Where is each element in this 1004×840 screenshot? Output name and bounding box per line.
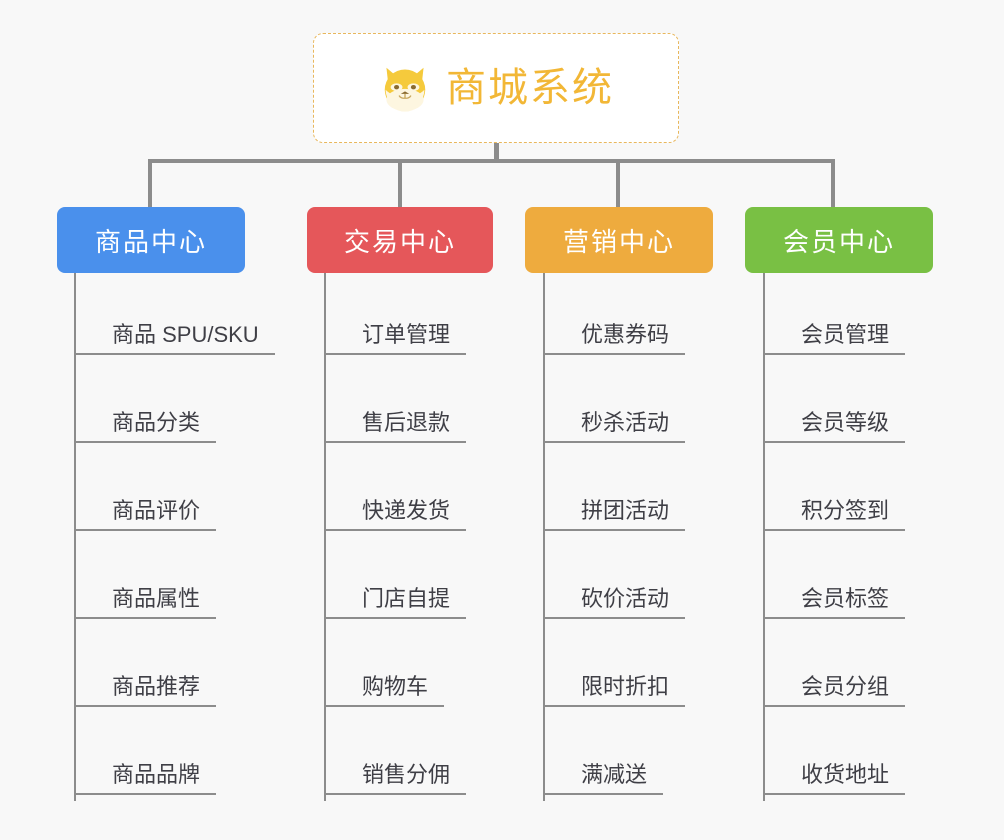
connector-horizontal-bar	[148, 159, 835, 163]
leaf-item-label: 订单管理	[326, 317, 467, 355]
leaf-item-label: 会员分组	[765, 669, 906, 707]
leaf-item-label: 售后退款	[326, 405, 467, 443]
leaf-item-label: 会员标签	[765, 581, 906, 619]
leaf-item-label: 会员管理	[765, 317, 906, 355]
connector-drop-marketing-center	[616, 159, 620, 207]
category-box-marketing-center[interactable]: 营销中心	[525, 207, 713, 273]
leaf-item-label: 快递发货	[326, 493, 467, 531]
leaf-item-label: 会员等级	[765, 405, 906, 443]
leaf-item-label: 销售分佣	[326, 757, 467, 795]
category-label: 交易中心	[343, 226, 456, 257]
leaf-item-label: 商品推荐	[76, 669, 217, 707]
connector-drop-trade-center	[398, 159, 402, 207]
connector-drop-product-center	[148, 159, 152, 207]
leaf-item-label: 砍价活动	[545, 581, 686, 619]
leaf-item-label: 拼团活动	[545, 493, 686, 531]
leaf-item-label: 积分签到	[765, 493, 906, 531]
category-label: 营销中心	[562, 226, 675, 257]
leaf-item-label: 商品评价	[76, 493, 217, 531]
branch-spine	[763, 273, 765, 801]
root-node-mall-system[interactable]: 商城系统	[313, 33, 679, 143]
leaf-item-label: 商品 SPU/SKU	[76, 317, 275, 355]
leaf-item-label: 门店自提	[326, 581, 467, 619]
category-box-member-center[interactable]: 会员中心	[745, 207, 933, 273]
leaf-item-label: 优惠券码	[545, 317, 686, 355]
leaf-item-label: 商品品牌	[76, 757, 217, 795]
connector-drop-member-center	[831, 159, 835, 207]
leaf-item-label: 秒杀活动	[545, 405, 686, 443]
category-box-trade-center[interactable]: 交易中心	[307, 207, 493, 273]
branch-spine	[543, 273, 545, 801]
shiba-dog-face-icon	[384, 67, 426, 112]
branch-spine	[74, 273, 76, 801]
leaf-item-label: 满减送	[545, 757, 664, 795]
leaf-item-label: 购物车	[326, 669, 445, 707]
connector-root-stem	[494, 143, 499, 163]
leaf-item-label: 商品属性	[76, 581, 217, 619]
leaf-item-label: 限时折扣	[545, 669, 686, 707]
root-title: 商城系统	[446, 66, 614, 110]
leaf-item-label: 商品分类	[76, 405, 217, 443]
category-label: 商品中心	[94, 226, 207, 257]
branch-spine	[324, 273, 326, 801]
category-box-product-center[interactable]: 商品中心	[57, 207, 245, 273]
category-label: 会员中心	[782, 226, 895, 257]
leaf-item-label: 收货地址	[765, 757, 906, 795]
